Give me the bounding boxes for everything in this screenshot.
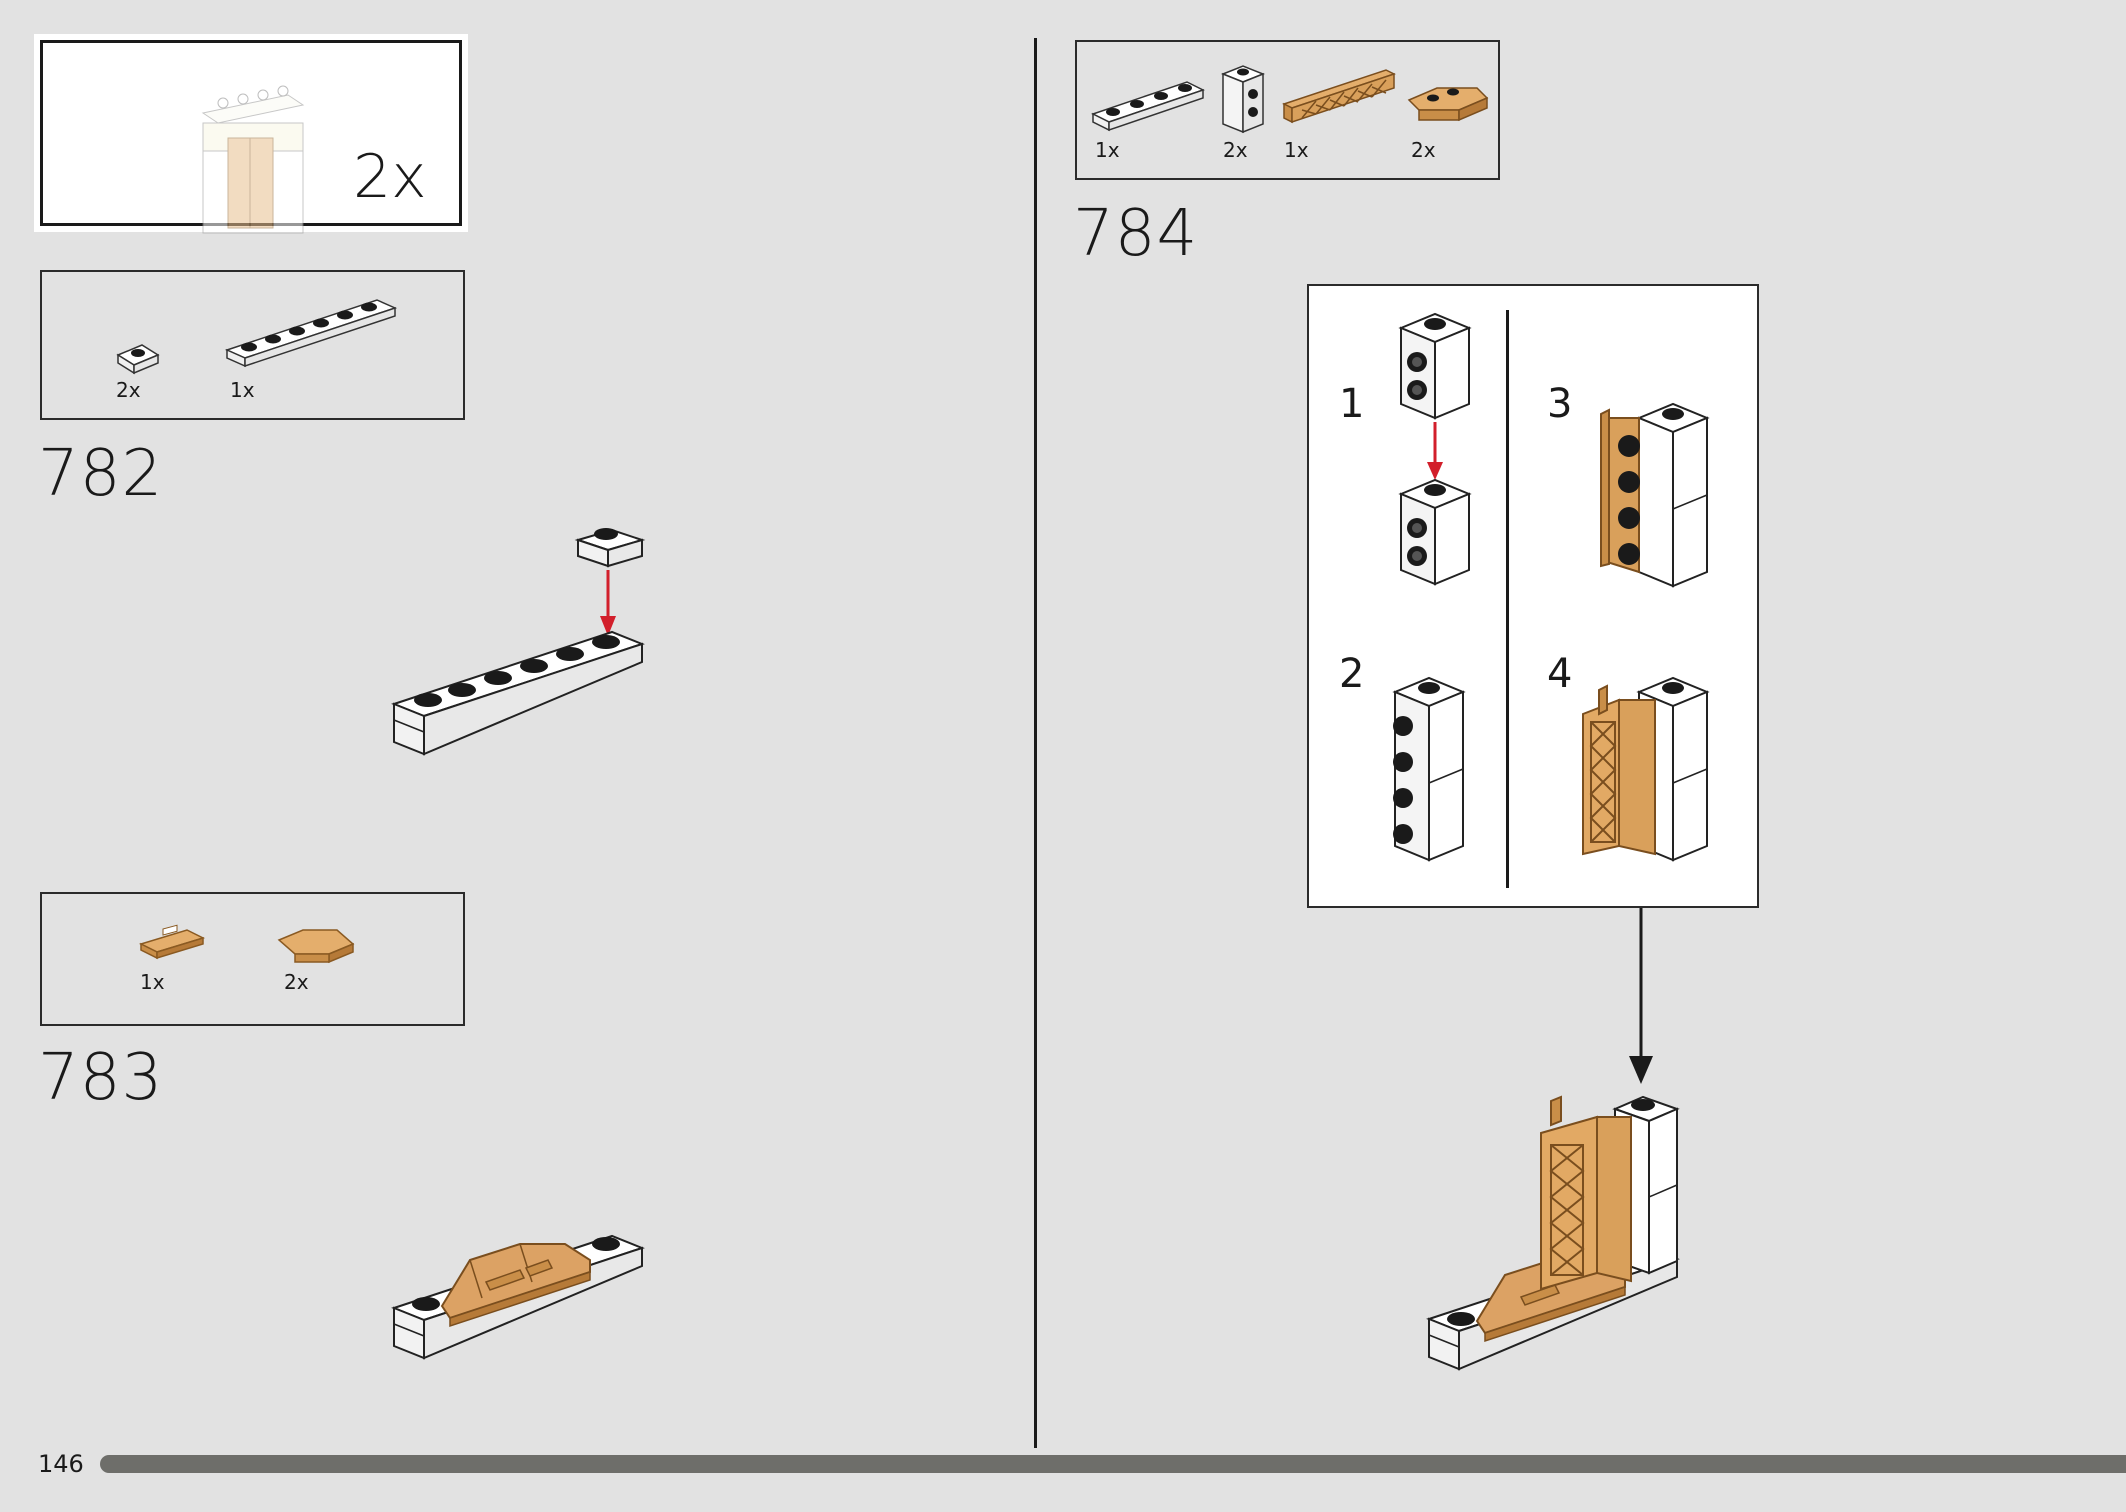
submodel-callout: 2x [34, 34, 468, 234]
white-brick-1x1-studs-on-side-icon [1220, 65, 1266, 134]
substep-number-4: 4 [1547, 651, 1573, 697]
substep-3-image [1600, 402, 1710, 588]
qty-782-2: 1x [230, 378, 255, 402]
submodel-quantity: 2x [353, 142, 427, 212]
substep-panel-784: 1 2 3 4 [1307, 284, 1759, 908]
substep-4-image [1582, 676, 1710, 862]
page-divider [1034, 38, 1037, 1448]
qty-783-2: 2x [284, 970, 309, 994]
white-plate-1x4-icon [1091, 81, 1205, 132]
substep-2-image [1392, 676, 1466, 862]
step-number-782: 782 [38, 437, 164, 511]
step-number-784: 784 [1073, 197, 1199, 271]
qty-783-1: 1x [140, 970, 165, 994]
substep-number-3: 3 [1547, 381, 1573, 427]
substep-number-2: 2 [1339, 651, 1365, 697]
step-784-connector-arrow [1629, 908, 1653, 1084]
substep-divider [1506, 310, 1509, 888]
qty-782-1: 2x [116, 378, 141, 402]
page-number: 146 [38, 1450, 84, 1478]
tan-wedge-plate-icon [277, 929, 355, 964]
parts-list-784: 1x 2x 1x 2x [1075, 40, 1500, 180]
step-783-assembly [391, 1234, 645, 1360]
tan-tile-with-handle-icon [138, 924, 206, 960]
substep-number-1: 1 [1339, 381, 1365, 427]
white-plate-1x1-icon [116, 344, 160, 375]
parts-list-782: 2x 1x [40, 270, 465, 420]
white-plate-1x6-icon [224, 299, 398, 368]
qty-784-2: 2x [1223, 138, 1248, 162]
qty-784-4: 2x [1411, 138, 1436, 162]
tan-plate-1x2-rail-icon [1407, 87, 1489, 122]
progress-bar [100, 1455, 2126, 1473]
step-782-assembly [391, 528, 646, 756]
tan-fence-lattice-icon [1282, 69, 1396, 124]
step-784-assembly [1426, 1095, 1680, 1371]
qty-784-1: 1x [1095, 138, 1120, 162]
substep-1-image [1398, 312, 1472, 586]
step-number-783: 783 [38, 1041, 164, 1115]
qty-784-3: 1x [1284, 138, 1309, 162]
submodel-door-image [201, 85, 305, 234]
parts-list-783: 1x 2x [40, 892, 465, 1026]
